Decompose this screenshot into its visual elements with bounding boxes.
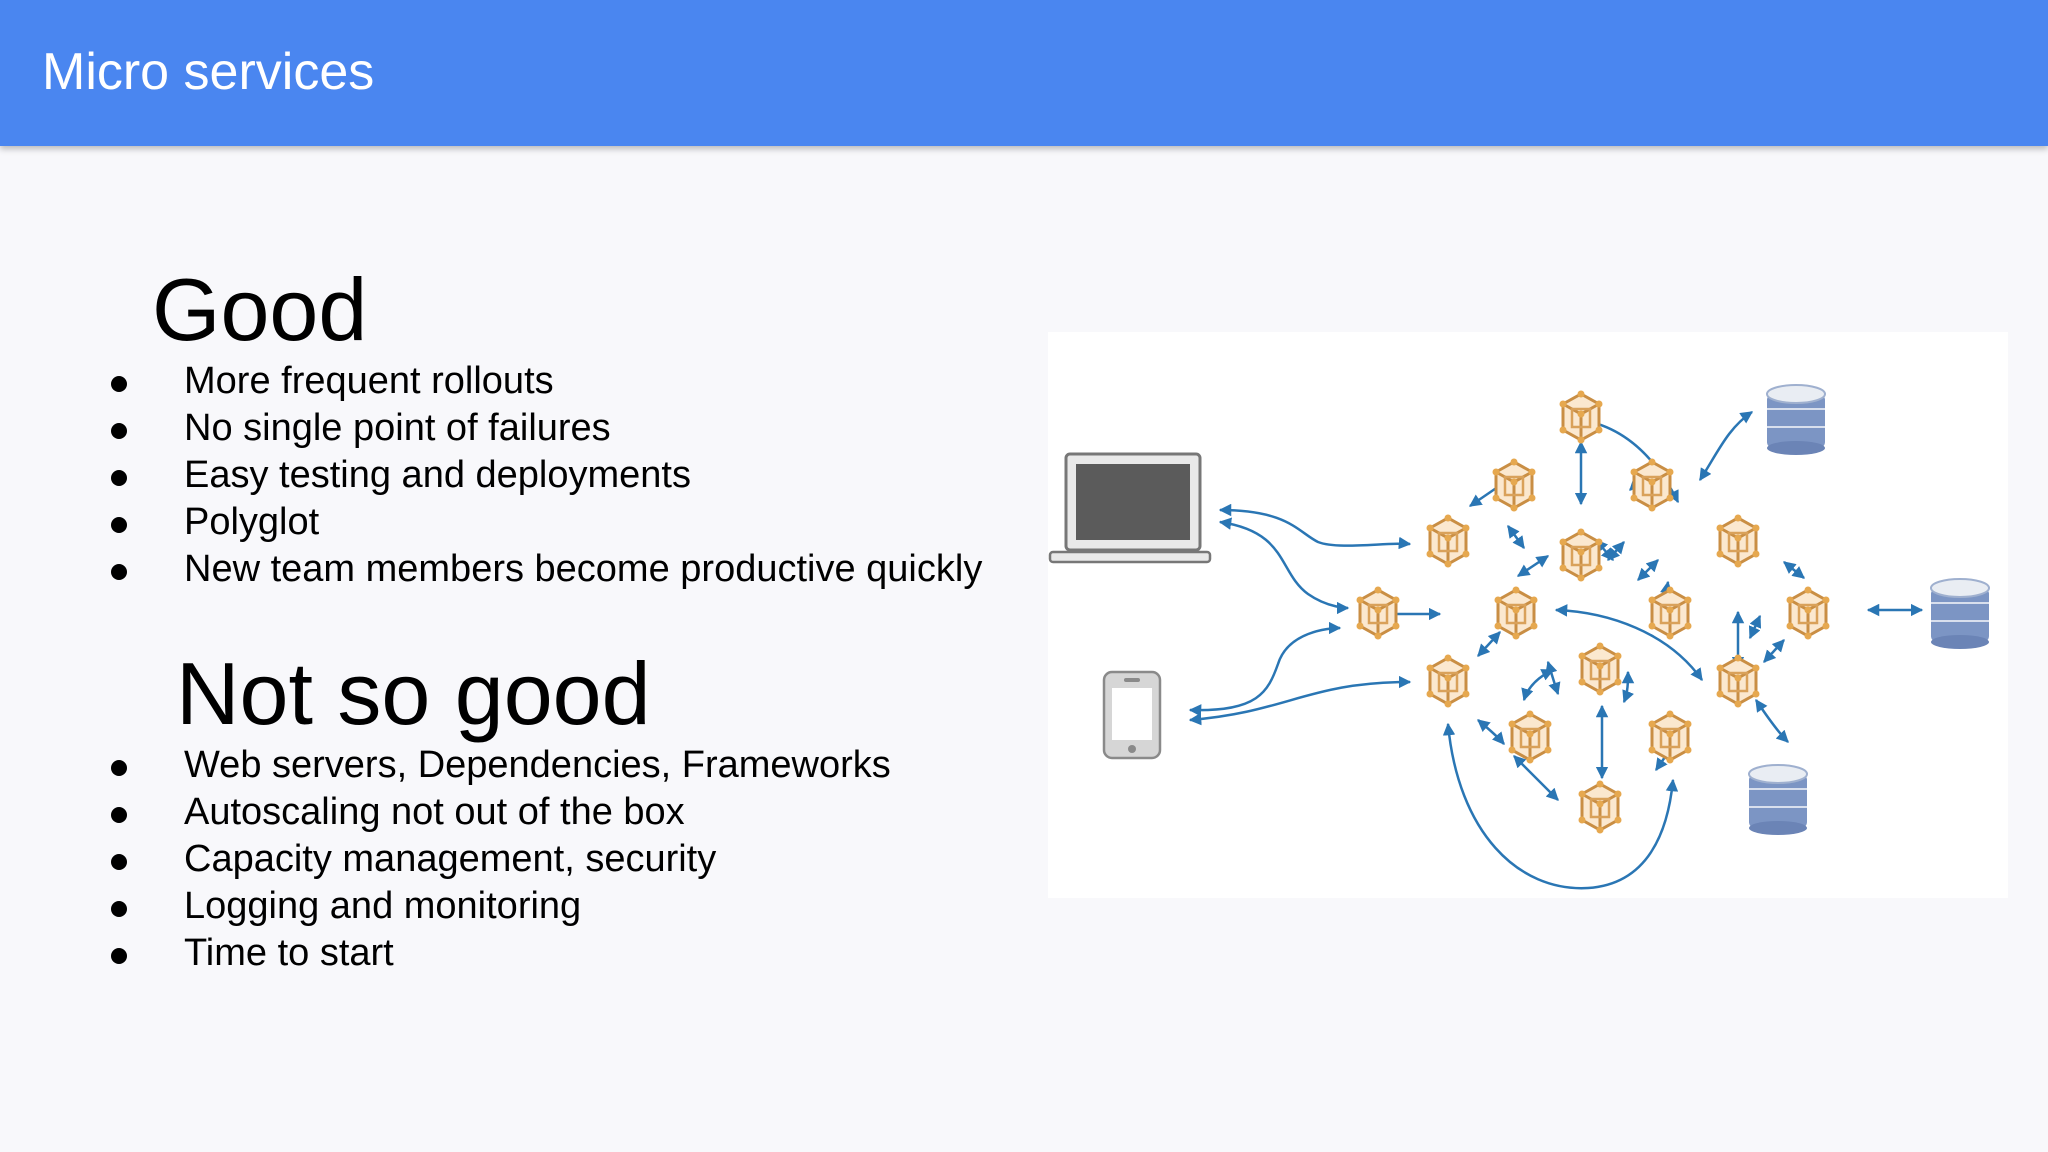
bullet-icon xyxy=(111,807,127,823)
bullet-icon xyxy=(111,423,127,439)
bullet-icon xyxy=(111,948,127,964)
microservices-diagram xyxy=(1048,332,2008,898)
slide-title: Micro services xyxy=(42,43,375,101)
good-heading: Good xyxy=(152,260,368,359)
not-so-good-heading: Not so good xyxy=(176,644,651,743)
diagram-canvas xyxy=(1048,384,1990,890)
bullet-icon xyxy=(111,517,127,533)
slide-header: Micro services xyxy=(0,0,2048,146)
bullet-icon xyxy=(111,760,127,776)
connection-arrows xyxy=(1188,410,1924,890)
laptop-icon xyxy=(1048,452,1212,564)
bullet-icon xyxy=(111,901,127,917)
bullet-icon xyxy=(111,470,127,486)
bullet-icon xyxy=(111,854,127,870)
phone-icon xyxy=(1102,670,1162,760)
bullet-icon xyxy=(111,376,127,392)
bullet-icon xyxy=(111,564,127,580)
